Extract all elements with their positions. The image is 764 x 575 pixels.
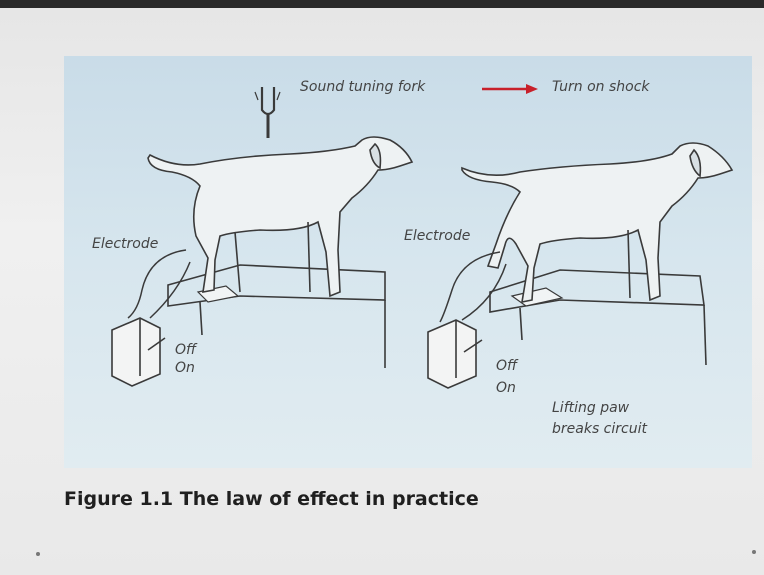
figure-caption: Figure 1.1 The law of effect in practice	[64, 488, 479, 510]
left-off-label: Off	[175, 342, 196, 358]
right-plate	[512, 288, 562, 306]
slide-dot-left	[36, 552, 40, 556]
note-line1: Lifting paw	[552, 400, 629, 416]
right-battery	[428, 320, 482, 388]
shock-label: Turn on shock	[552, 79, 650, 95]
right-electrode-label: Electrode	[404, 228, 470, 244]
left-wire	[128, 250, 190, 318]
right-dog	[462, 143, 732, 302]
fork-label: Sound tuning fork	[300, 79, 425, 95]
arrow-icon	[482, 84, 538, 94]
right-on-label: On	[496, 380, 516, 396]
right-off-label: Off	[496, 358, 517, 374]
note-line2: breaks circuit	[552, 421, 647, 437]
right-table	[490, 270, 706, 365]
left-electrode-label: Electrode	[92, 236, 158, 252]
left-table	[168, 265, 385, 368]
left-on-label: On	[175, 360, 195, 376]
left-battery	[112, 318, 165, 386]
tuning-fork-icon	[255, 87, 280, 138]
slide-dot-right	[752, 550, 756, 554]
